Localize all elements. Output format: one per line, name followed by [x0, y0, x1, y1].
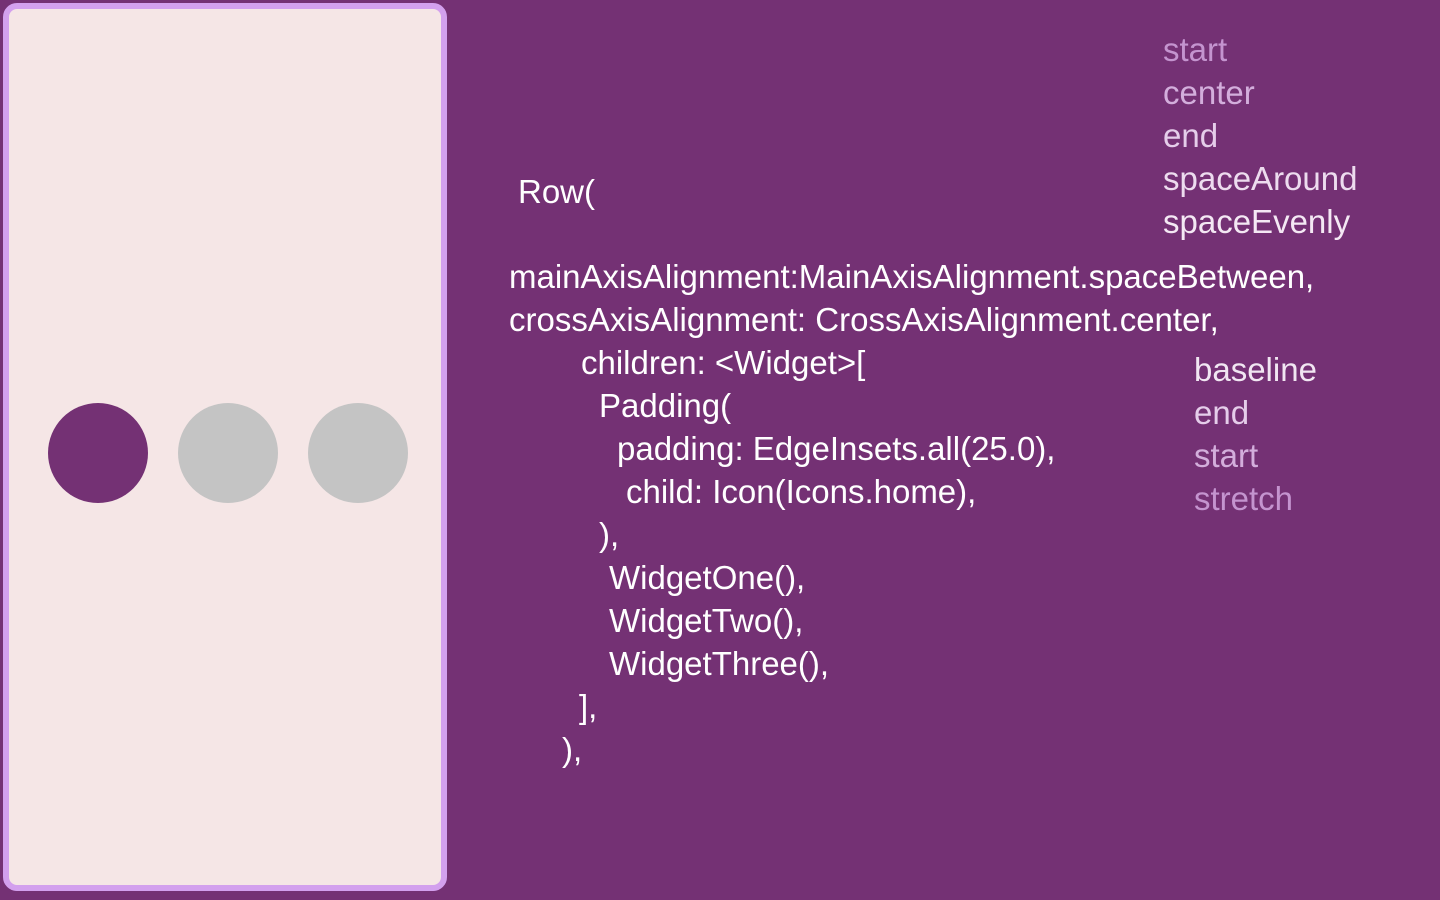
- code-padding-open: Padding(: [599, 387, 732, 424]
- cross-axis-option: stretch: [1194, 480, 1294, 517]
- preview-circle: [48, 403, 148, 503]
- cross-axis-option: baseline: [1194, 351, 1317, 388]
- main-axis-option: end: [1163, 117, 1219, 154]
- preview-circle: [308, 403, 408, 503]
- code-row-open: Row(: [518, 173, 596, 210]
- main-axis-option: spaceEvenly: [1163, 203, 1351, 240]
- code-padding-value: padding: EdgeInsets.all(25.0),: [617, 430, 1056, 467]
- main-axis-option: center: [1163, 74, 1255, 111]
- code-children-close: ],: [579, 688, 598, 725]
- code-widget-two: WidgetTwo(),: [609, 602, 804, 639]
- code-widget-one: WidgetOne(),: [609, 559, 806, 596]
- phone-preview: [3, 3, 447, 891]
- code-row-close: ),: [562, 731, 583, 768]
- preview-circle: [178, 403, 278, 503]
- cross-axis-option: start: [1194, 437, 1259, 474]
- code-cross-axis: crossAxisAlignment: CrossAxisAlignment.c…: [509, 301, 1219, 338]
- code-child-icon: child: Icon(Icons.home),: [626, 473, 977, 510]
- main-axis-option: spaceAround: [1163, 160, 1358, 197]
- cross-axis-option: end: [1194, 394, 1250, 431]
- main-axis-option: start: [1163, 31, 1228, 68]
- code-children-open: children: <Widget>[: [581, 344, 866, 381]
- code-padding-close: ),: [599, 516, 620, 553]
- code-main-axis: mainAxisAlignment:MainAxisAlignment.spac…: [509, 258, 1315, 295]
- code-widget-three: WidgetThree(),: [609, 645, 830, 682]
